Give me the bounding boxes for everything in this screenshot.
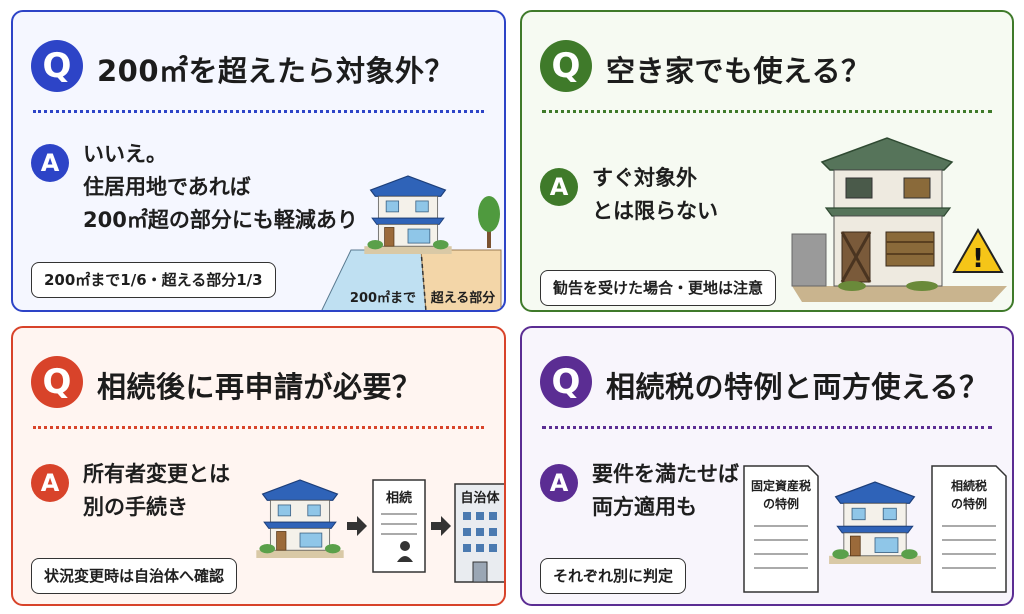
faq-card-inheritance-tax-combo: Q 相続税の特例と両方使える？ A 要件を満たせば 両方適用も それぞれ別に判定… [520, 326, 1014, 606]
question-badge: Q [540, 40, 592, 92]
question-badge: Q [540, 356, 592, 408]
answer-text: 要件を満たせば 両方適用も [592, 458, 739, 524]
faq-card-over-200sqm: Q 200㎡を超えたら対象外？ A いいえ。 住居用地であれば 200㎡超の部分… [11, 10, 506, 312]
house-icon [363, 175, 453, 255]
dotted-divider [542, 426, 992, 429]
question-text: 相続税の特例と両方使える？ [606, 370, 989, 404]
answer-line: 両方適用も [592, 495, 697, 519]
broken-wall [791, 233, 827, 287]
warning-symbol: ! [972, 244, 984, 274]
document-icon [743, 465, 819, 593]
faq-card-inheritance-reapply: Q 相続後に再申請が必要？ A 所有者変更とは 別の手続き 状況変更時は自治体へ… [11, 326, 506, 606]
question-text: 200㎡を超えたら対象外？ [97, 54, 455, 88]
answer-line: 200㎡超の部分にも軽減あり [83, 208, 358, 232]
doc-right-subtitle: の特例 [951, 496, 987, 511]
answer-line: 所有者変更とは [83, 462, 230, 486]
answer-line: すぐ対象外 [592, 166, 697, 190]
answer-line: 要件を満たせば [592, 462, 739, 486]
answer-line: いいえ。 [83, 142, 167, 166]
area-over-200sqm [420, 249, 502, 310]
answer-badge: A [31, 464, 69, 502]
document-icon [372, 479, 426, 573]
tree-icon [478, 196, 500, 232]
question-text: 相続後に再申請が必要？ [97, 370, 422, 404]
warning-icon [952, 227, 1004, 273]
answer-text: いいえ。 住居用地であれば 200㎡超の部分にも軽減あり [83, 138, 358, 237]
arrow-icon [431, 516, 451, 536]
person-icon [400, 541, 410, 551]
zone-label-under: 200㎡まで [350, 290, 416, 306]
note-box: 状況変更時は自治体へ確認 [31, 558, 238, 594]
question-badge: Q [31, 40, 83, 92]
answer-badge: A [31, 144, 69, 182]
building-label: 自治体 [460, 490, 500, 506]
dotted-divider [33, 426, 484, 429]
doc-right-title: 相続税 [951, 478, 987, 493]
answer-badge: A [540, 168, 578, 206]
answer-text: すぐ対象外 とは限らない [592, 162, 718, 228]
answer-line: とは限らない [592, 199, 718, 223]
zone-label-over: 超える部分 [431, 290, 496, 306]
doc-left-subtitle: の特例 [763, 496, 799, 511]
question-text: 空き家でも使える？ [606, 54, 871, 88]
dotted-divider [542, 110, 992, 113]
document-icon [931, 465, 1007, 593]
answer-line: 住居用地であれば [83, 175, 251, 199]
answer-text: 所有者変更とは 別の手続き [83, 458, 230, 524]
inheritance-flow-illustration: 相続 自治体 [255, 479, 504, 583]
note-box: 勧告を受けた場合・更地は注意 [540, 270, 777, 306]
land-area-illustration: 200㎡まで 超える部分 [321, 175, 502, 310]
vacant-house-illustration: ! [791, 137, 1007, 302]
dotted-divider [33, 110, 484, 113]
house-icon [828, 481, 922, 565]
note-box: 200㎡まで1/6・超える部分1/3 [31, 262, 276, 298]
dual-special-rule-illustration: 固定資産税 の特例 相続税 の特例 [743, 465, 1007, 593]
arrow-icon [347, 516, 367, 536]
question-badge: Q [31, 356, 83, 408]
boarded-window [885, 231, 935, 267]
note-box: それぞれ別に判定 [540, 558, 687, 594]
document-label: 相続 [386, 490, 412, 506]
doc-left-title: 固定資産税 [751, 478, 811, 493]
answer-badge: A [540, 464, 578, 502]
house-icon [255, 479, 345, 559]
answer-line: 別の手続き [83, 495, 188, 519]
faq-card-vacant-house: Q 空き家でも使える？ A すぐ対象外 とは限らない 勧告を受けた場合・更地は注… [520, 10, 1014, 312]
roof [820, 137, 954, 171]
